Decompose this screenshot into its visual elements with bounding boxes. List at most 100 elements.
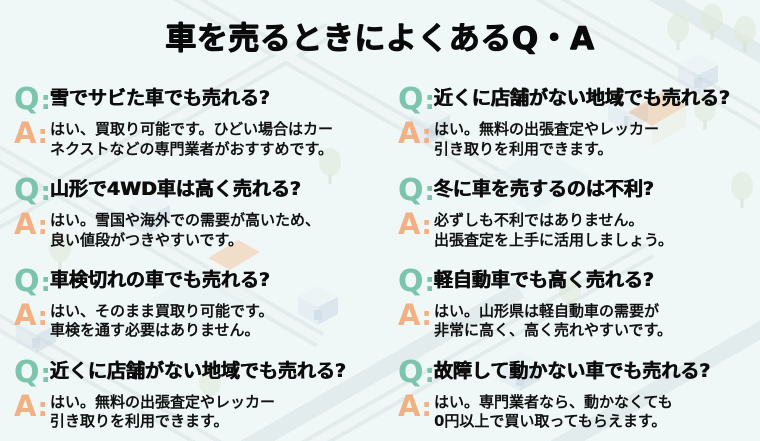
question-row: Q: 山形で4WD車は高く売れる? [14,176,378,206]
qa-column-right: Q: 近くに店舗がない地域でも売れる? A: はい。無料の出張査定やレッカー 引… [388,78,752,441]
a-glyph: A [397,207,420,242]
qa-item: Q: 近くに店舗がない地域でも売れる? A: はい。無料の出張査定やレッカー 引… [398,78,752,169]
question-marker: Q: [14,176,51,208]
qa-item: Q: 山形で4WD車は高く売れる? A: はい。雪国や海外での需要が高いため、 … [14,169,378,260]
a-colon: : [421,120,431,151]
qa-item: Q: 車検切れの車でも売れる? A: はい、そのまま買取り可能です。 車検を通す… [14,260,378,351]
question-text: 軽自動車でも高く売れる? [433,268,654,291]
answer-marker: A: [14,207,50,242]
question-text: 近くに店舗がない地域でも売れる? [50,359,347,382]
answer-marker: A: [398,300,434,330]
question-text: 雪でサビた車でも売れる? [50,87,271,110]
answer-text: はい。雪国や海外での需要が高いため、 良い値段がつきやすいです。 [50,209,320,250]
answer-line: 良い値段がつきやすいです。 [50,230,244,249]
answer-marker: A: [14,116,50,151]
answer-marker: A: [14,300,50,330]
answer-line: ネクストなどの専門業者がおすすめです。 [50,139,334,158]
answer-line: はい。無料の出張査定やレッカー [50,392,276,411]
q-glyph: Q [14,354,39,390]
question-marker: Q: [14,263,51,299]
question-text: 故障して動かない車でも売れる? [433,359,711,382]
answer-row: A: はい、買取り可能です。ひどい場合はカー ネクストなどの専門業者がおすすめで… [14,118,378,159]
answer-line: はい。専門業者なら、動かなくても [433,392,673,411]
a-colon: : [37,120,47,151]
a-glyph: A [14,297,36,332]
a-glyph: A [14,207,36,242]
answer-line: はい。雪国や海外での需要が高いため、 [50,211,321,230]
answer-text: はい、そのまま買取り可能です。 車検を通す必要はありません。 [50,300,274,341]
answer-marker: A: [397,116,434,151]
a-glyph: A [397,116,420,151]
q-glyph: Q [397,173,423,209]
a-colon: : [421,392,431,423]
q-glyph: Q [397,354,423,390]
answer-line: はい、そのまま買取り可能です。 [50,301,274,320]
answer-line: 引き取りを利用できます。 [50,412,229,431]
answer-row: A: はい、そのまま買取り可能です。 車検を通す必要はありません。 [14,300,378,341]
q-colon: : [40,86,51,117]
answer-text: はい。山形県は軽自動車の需要が 非常に高く、高く売れやすいです。 [434,300,672,341]
answer-line: 非常に高く、高く売れやすいです。 [433,321,672,340]
q-colon: : [40,267,51,298]
answer-marker: A: [14,391,50,421]
answer-row: A: はい。専門業者なら、動かなくても 0円以上で買い取ってもらえます。 [398,391,752,432]
question-row: Q: 冬に車を売するのは不利? [398,176,752,206]
answer-row: A: はい。雪国や海外での需要が高いため、 良い値段がつきやすいです。 [14,209,378,250]
answer-line: 引き取りを利用できます。 [433,139,613,158]
a-glyph: A [14,388,36,423]
qa-item: Q: 冬に車を売するのは不利? A: 必ずしも不利ではありません。 出張査定を上… [398,169,752,260]
question-text: 冬に車を売するのは不利? [433,178,654,201]
answer-line: 必ずしも不利ではありません。 [433,211,644,230]
question-marker: Q: [398,266,435,298]
answer-text: はい。無料の出張査定やレッカー 引き取りを利用できます。 [434,118,659,159]
q-colon: : [424,86,434,117]
qa-item: Q: 故障して動かない車でも売れる? A: はい。専門業者なら、動かなくても 0… [398,350,752,441]
q-glyph: Q [397,82,423,118]
qa-column-left: Q: 雪でサビた車でも売れる? A: はい、買取り可能です。ひどい場合はカー ネ… [14,78,378,441]
a-glyph: A [14,116,36,151]
a-colon: : [37,211,47,242]
question-marker: Q: [397,354,435,390]
question-row: Q: 雪でサビた車でも売れる? [14,85,378,115]
answer-text: はい、買取り可能です。ひどい場合はカー ネクストなどの専門業者がおすすめです。 [50,118,333,159]
answer-marker: A: [398,391,434,421]
answer-line: はい。無料の出張査定やレッカー [433,120,659,139]
q-colon: : [40,177,51,208]
qa-item: Q: 軽自動車でも高く売れる? A: はい。山形県は軽自動車の需要が 非常に高く… [398,260,752,351]
answer-row: A: はい。無料の出張査定やレッカー 引き取りを利用できます。 [14,391,378,432]
answer-row: A: 必ずしも不利ではありません。 出張査定を上手に活用しましょう。 [398,209,752,250]
q-colon: : [424,267,434,298]
question-text: 近くに店舗がない地域でも売れる? [433,87,730,110]
a-colon: : [37,392,47,423]
q-glyph: Q [14,263,39,299]
q-colon: : [424,177,434,208]
question-text: 車検切れの車でも売れる? [50,268,271,291]
question-row: Q: 近くに店舗がない地域でも売れる? [14,354,378,390]
answer-line: 車検を通す必要はありません。 [50,321,260,340]
page-title: 車を売るときによくあるQ・A [165,20,595,57]
question-row: Q: 故障して動かない車でも売れる? [397,354,752,390]
question-row: Q: 軽自動車でも高く売れる? [398,266,752,298]
answer-line: はい、買取り可能です。ひどい場合はカー [50,120,334,139]
question-marker: Q: [14,354,51,390]
question-marker: Q: [397,82,435,118]
answer-marker: A: [397,207,434,242]
answer-line: はい。山形県は軽自動車の需要が [433,301,659,320]
title-bar: 車を売るときによくあるQ・A [0,0,760,78]
q-colon: : [424,358,434,389]
a-glyph: A [397,297,420,332]
a-glyph: A [397,388,420,423]
answer-row: A: はい。山形県は軽自動車の需要が 非常に高く、高く売れやすいです。 [398,300,752,341]
a-colon: : [421,301,431,332]
q-colon: : [40,358,51,389]
question-marker: Q: [14,85,51,117]
question-text: 山形で4WD車は高く売れる? [50,178,301,201]
answer-row: A: はい。無料の出張査定やレッカー 引き取りを利用できます。 [398,118,752,159]
question-row: Q: 車検切れの車でも売れる? [14,263,378,299]
answer-text: はい。無料の出張査定やレッカー 引き取りを利用できます。 [50,391,275,432]
answer-line: 0円以上で買い取ってもらえます。 [433,412,667,431]
answer-line: 出張査定を上手に活用しましょう。 [433,230,674,249]
question-marker: Q: [397,173,435,209]
qa-item: Q: 雪でサビた車でも売れる? A: はい、買取り可能です。ひどい場合はカー ネ… [14,78,378,169]
